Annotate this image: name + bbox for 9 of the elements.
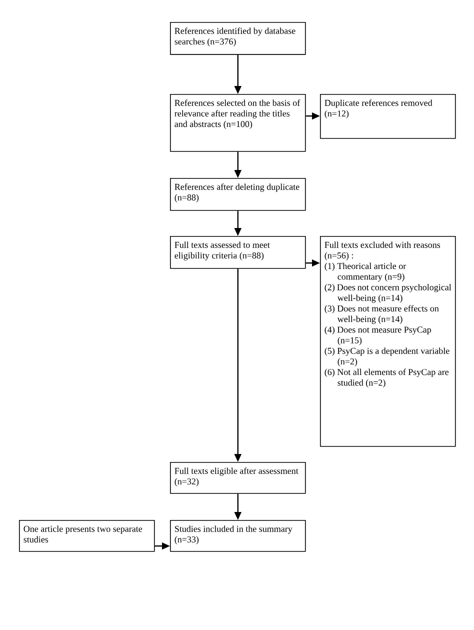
exclusion-box: Full texts excluded with reasons (n=56) : (1) Theorical article or commentary (n=9) (2) Does not concern psychological well-being (n=14) (3) Does not measure effects on well-being (n=14) (4) Does not measure PsyCap (n=15) (5) PsyCap is a dependent variable (n=2) (6) Not all elements of PsyCap are studied (n=2) <box>320 236 456 447</box>
process-box: Full texts assessed to meet eligibility criteria (n=88) <box>170 236 306 269</box>
process-box: References identified by database searches (n=376) <box>170 22 306 55</box>
process-box: Full texts eligible after assessment (n=32) <box>170 462 306 494</box>
process-box: References after deleting duplicate (n=88) <box>170 178 306 211</box>
process-box: Duplicate references removed (n=12) <box>320 94 456 139</box>
process-box: References selected on the basis of relevance after reading the titles and abstracts (n=100) <box>170 94 306 152</box>
process-box: Studies included in the summary (n=33) <box>170 520 306 552</box>
process-box: One article presents two separate studies <box>19 520 155 552</box>
